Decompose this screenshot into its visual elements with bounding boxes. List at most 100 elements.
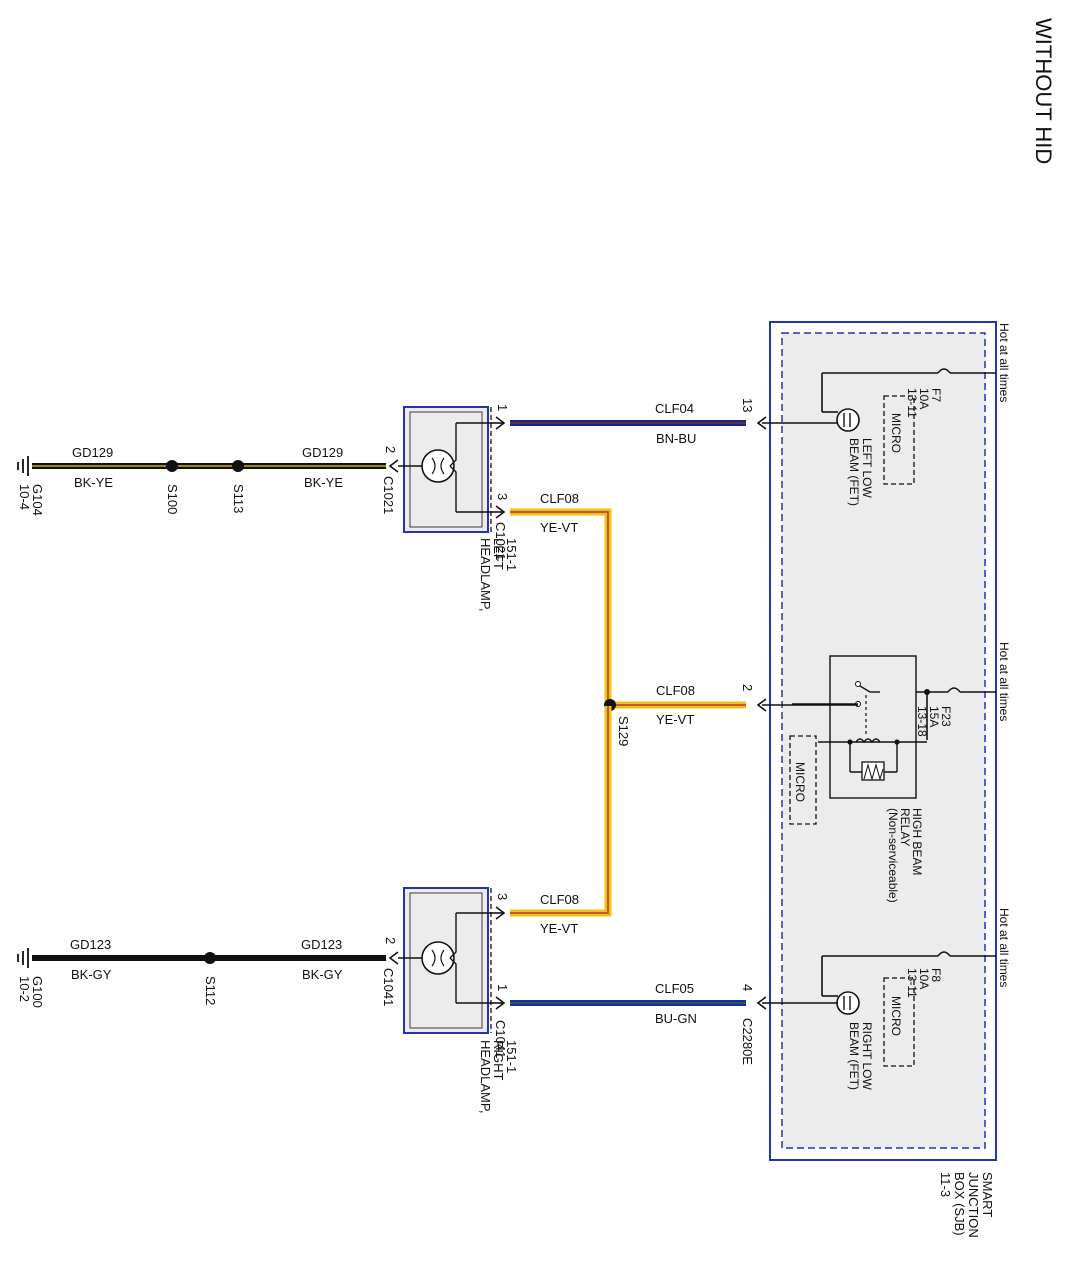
micro-label-relay: MICRO xyxy=(793,762,807,802)
fuse-f7-name: F7 xyxy=(929,388,943,402)
splice-s112-label: S112 xyxy=(203,976,218,1005)
wire-clf08-left-circuit: CLF08 xyxy=(540,491,579,506)
feed-label-f8: Hot at all times xyxy=(997,908,1011,987)
left-headlamp: 2 C1021 C1021 HEADLAMP, LEFT 151-1 xyxy=(381,406,519,611)
right-headlamp-name-3: 151-1 xyxy=(504,1040,519,1073)
ground-g104-id: G104 xyxy=(30,484,45,516)
micro-box-right xyxy=(883,977,915,1067)
micro-box-relay xyxy=(789,735,817,825)
feed-f23: Hot at all times F23 15A 13-18 xyxy=(880,642,1011,740)
fuse-f7-ref: 13-11 xyxy=(905,388,919,418)
wire-clf04-lamp-pin: 1 xyxy=(495,404,510,411)
splice-s112-dot xyxy=(204,952,216,964)
fuse-f7-rating: 10A xyxy=(917,388,931,409)
wire-clf08-left-color: YE-VT xyxy=(540,520,578,535)
right-low-beam-label-1: RIGHT LOW xyxy=(860,1022,874,1090)
wire-clf04-color: BN-BU xyxy=(656,431,696,446)
right-low-beam-label-2: BEAM (FET) xyxy=(847,1022,861,1090)
wire-clf05-lamp-pin: 1 xyxy=(495,984,510,991)
fet-symbol-left xyxy=(836,408,860,432)
wire-gd123-b-circuit: GD123 xyxy=(301,937,342,952)
micro-box-left xyxy=(883,395,915,485)
left-headlamp-name-3: 151-1 xyxy=(504,538,519,571)
splice-s113-label: S113 xyxy=(231,484,246,513)
wire-clf04-sjb-pin: 13 xyxy=(740,398,755,412)
wire-gd129: GD129 BK-YE GD129 BK-YE S100 S113 xyxy=(32,445,386,514)
wire-gd129-a-circuit: GD129 xyxy=(72,445,113,460)
left-low-beam-label-2: BEAM (FET) xyxy=(847,438,861,506)
fuse-f8-name: F8 xyxy=(929,968,943,982)
wire-gd129-b-circuit: GD129 xyxy=(302,445,343,460)
fuse-f8-ref: 13-11 xyxy=(905,968,919,998)
fuse-f8-rating: 10A xyxy=(917,968,931,989)
splice-s129-label: S129 xyxy=(616,716,631,746)
left-headlamp-ground-pin: 2 xyxy=(383,446,398,453)
high-beam-relay: MICRO HIGH BEAM RELAY (Non-serviceable) xyxy=(789,655,927,903)
wire-clf08-right: CLF08 YE-VT 3 xyxy=(490,706,612,936)
ground-g100-ref: 10-2 xyxy=(17,976,32,1002)
wire-clf08-sjb: CLF08 YE-VT 2 S129 xyxy=(604,683,858,746)
wire-clf05-sjb-pin: 4 xyxy=(740,984,755,991)
wire-clf08-right-circuit: CLF08 xyxy=(540,892,579,907)
right-headlamp-connector-ground: C1041 xyxy=(381,968,396,1006)
right-headlamp-name-1: HEADLAMP, xyxy=(478,1040,493,1113)
wire-gd123-b-color: BK-GY xyxy=(302,967,343,982)
sjb-name-line-3: BOX (SJB) xyxy=(952,1172,967,1236)
sjb-name-line-1: SMART xyxy=(980,1172,995,1217)
right-headlamp-ground-pin: 2 xyxy=(383,937,398,944)
wire-gd123-a-color: BK-GY xyxy=(71,967,112,982)
sjb-name-line-2: JUNCTION xyxy=(966,1172,981,1238)
left-bulb-icon xyxy=(421,449,455,483)
feed-label-f7: Hot at all times xyxy=(997,323,1011,402)
left-low-beam-label-1: LEFT LOW xyxy=(860,438,874,498)
wire-gd123: GD123 BK-GY GD123 BK-GY S112 xyxy=(32,937,386,1005)
wire-clf08-right-pin: 3 xyxy=(495,893,510,900)
sjb-name-line-4: 11-3 xyxy=(938,1172,953,1197)
wire-clf05: CLF05 BU-GN 4 1 C2280E xyxy=(490,981,838,1065)
fuse-f23-rating: 15A xyxy=(927,706,941,727)
wire-clf04-circuit: CLF04 xyxy=(655,401,694,416)
wire-clf04: CLF04 BN-BU 13 1 xyxy=(490,398,838,446)
fuse-f23-name: F23 xyxy=(939,706,953,727)
ground-g104: G104 10-4 xyxy=(17,456,45,516)
left-headlamp-connector-signal: C1021 xyxy=(493,522,508,560)
splice-s113-dot xyxy=(232,460,244,472)
left-headlamp-name-1: HEADLAMP, xyxy=(478,538,493,611)
fet-symbol-right xyxy=(836,991,860,1015)
right-headlamp: 2 C1041 C1041 HEADLAMP, RIGHT 151-1 xyxy=(381,887,519,1113)
fuse-symbol-f8 xyxy=(937,951,951,957)
wire-clf05-circuit: CLF05 xyxy=(655,981,694,996)
sjb-outer-border xyxy=(769,321,997,1161)
right-low-beam-fet: MICRO RIGHT LOW BEAM (FET) xyxy=(822,977,915,1090)
left-headlamp-connector-ground: C1021 xyxy=(381,476,396,514)
sjb-connector-label: C2280E xyxy=(740,1018,755,1065)
right-headlamp-connector-signal: C1041 xyxy=(493,1020,508,1058)
wire-gd129-a-color: BK-YE xyxy=(74,475,113,490)
wire-clf08-right-color: YE-VT xyxy=(540,921,578,936)
fuse-symbol-f23 xyxy=(947,687,961,693)
wire-clf08-sjb-pin: 2 xyxy=(740,684,755,691)
wire-gd123-a-circuit: GD123 xyxy=(70,937,111,952)
relay-label-1: HIGH BEAM xyxy=(910,808,924,875)
ground-g100-id: G100 xyxy=(30,976,45,1008)
wire-clf08-sjb-circuit: CLF08 xyxy=(656,683,695,698)
right-bulb-icon xyxy=(421,941,455,975)
micro-label-left: MICRO xyxy=(889,413,903,453)
ground-g100: G100 10-2 xyxy=(17,948,45,1008)
sjb-name: SMART JUNCTION BOX (SJB) 11-3 xyxy=(938,1172,995,1238)
ground-g104-ref: 10-4 xyxy=(17,484,32,510)
wire-clf08-sjb-color: YE-VT xyxy=(656,712,694,727)
splice-s100-dot xyxy=(166,460,178,472)
relay-label-2: RELAY xyxy=(898,808,912,846)
left-headlamp-box xyxy=(403,406,489,533)
wire-clf08-left: CLF08 YE-VT 3 xyxy=(490,491,612,702)
splice-s100-label: S100 xyxy=(165,484,180,514)
fuse-symbol-f7 xyxy=(937,368,951,374)
feed-f8: Hot at all times F8 10A 13-11 xyxy=(821,908,1011,998)
micro-label-right: MICRO xyxy=(889,996,903,1036)
fuse-f23-ref: 13-18 xyxy=(915,706,929,737)
feed-label-f23: Hot at all times xyxy=(997,642,1011,721)
left-low-beam-fet: MICRO LEFT LOW BEAM (FET) xyxy=(822,395,915,506)
wire-clf05-color: BU-GN xyxy=(655,1011,697,1026)
